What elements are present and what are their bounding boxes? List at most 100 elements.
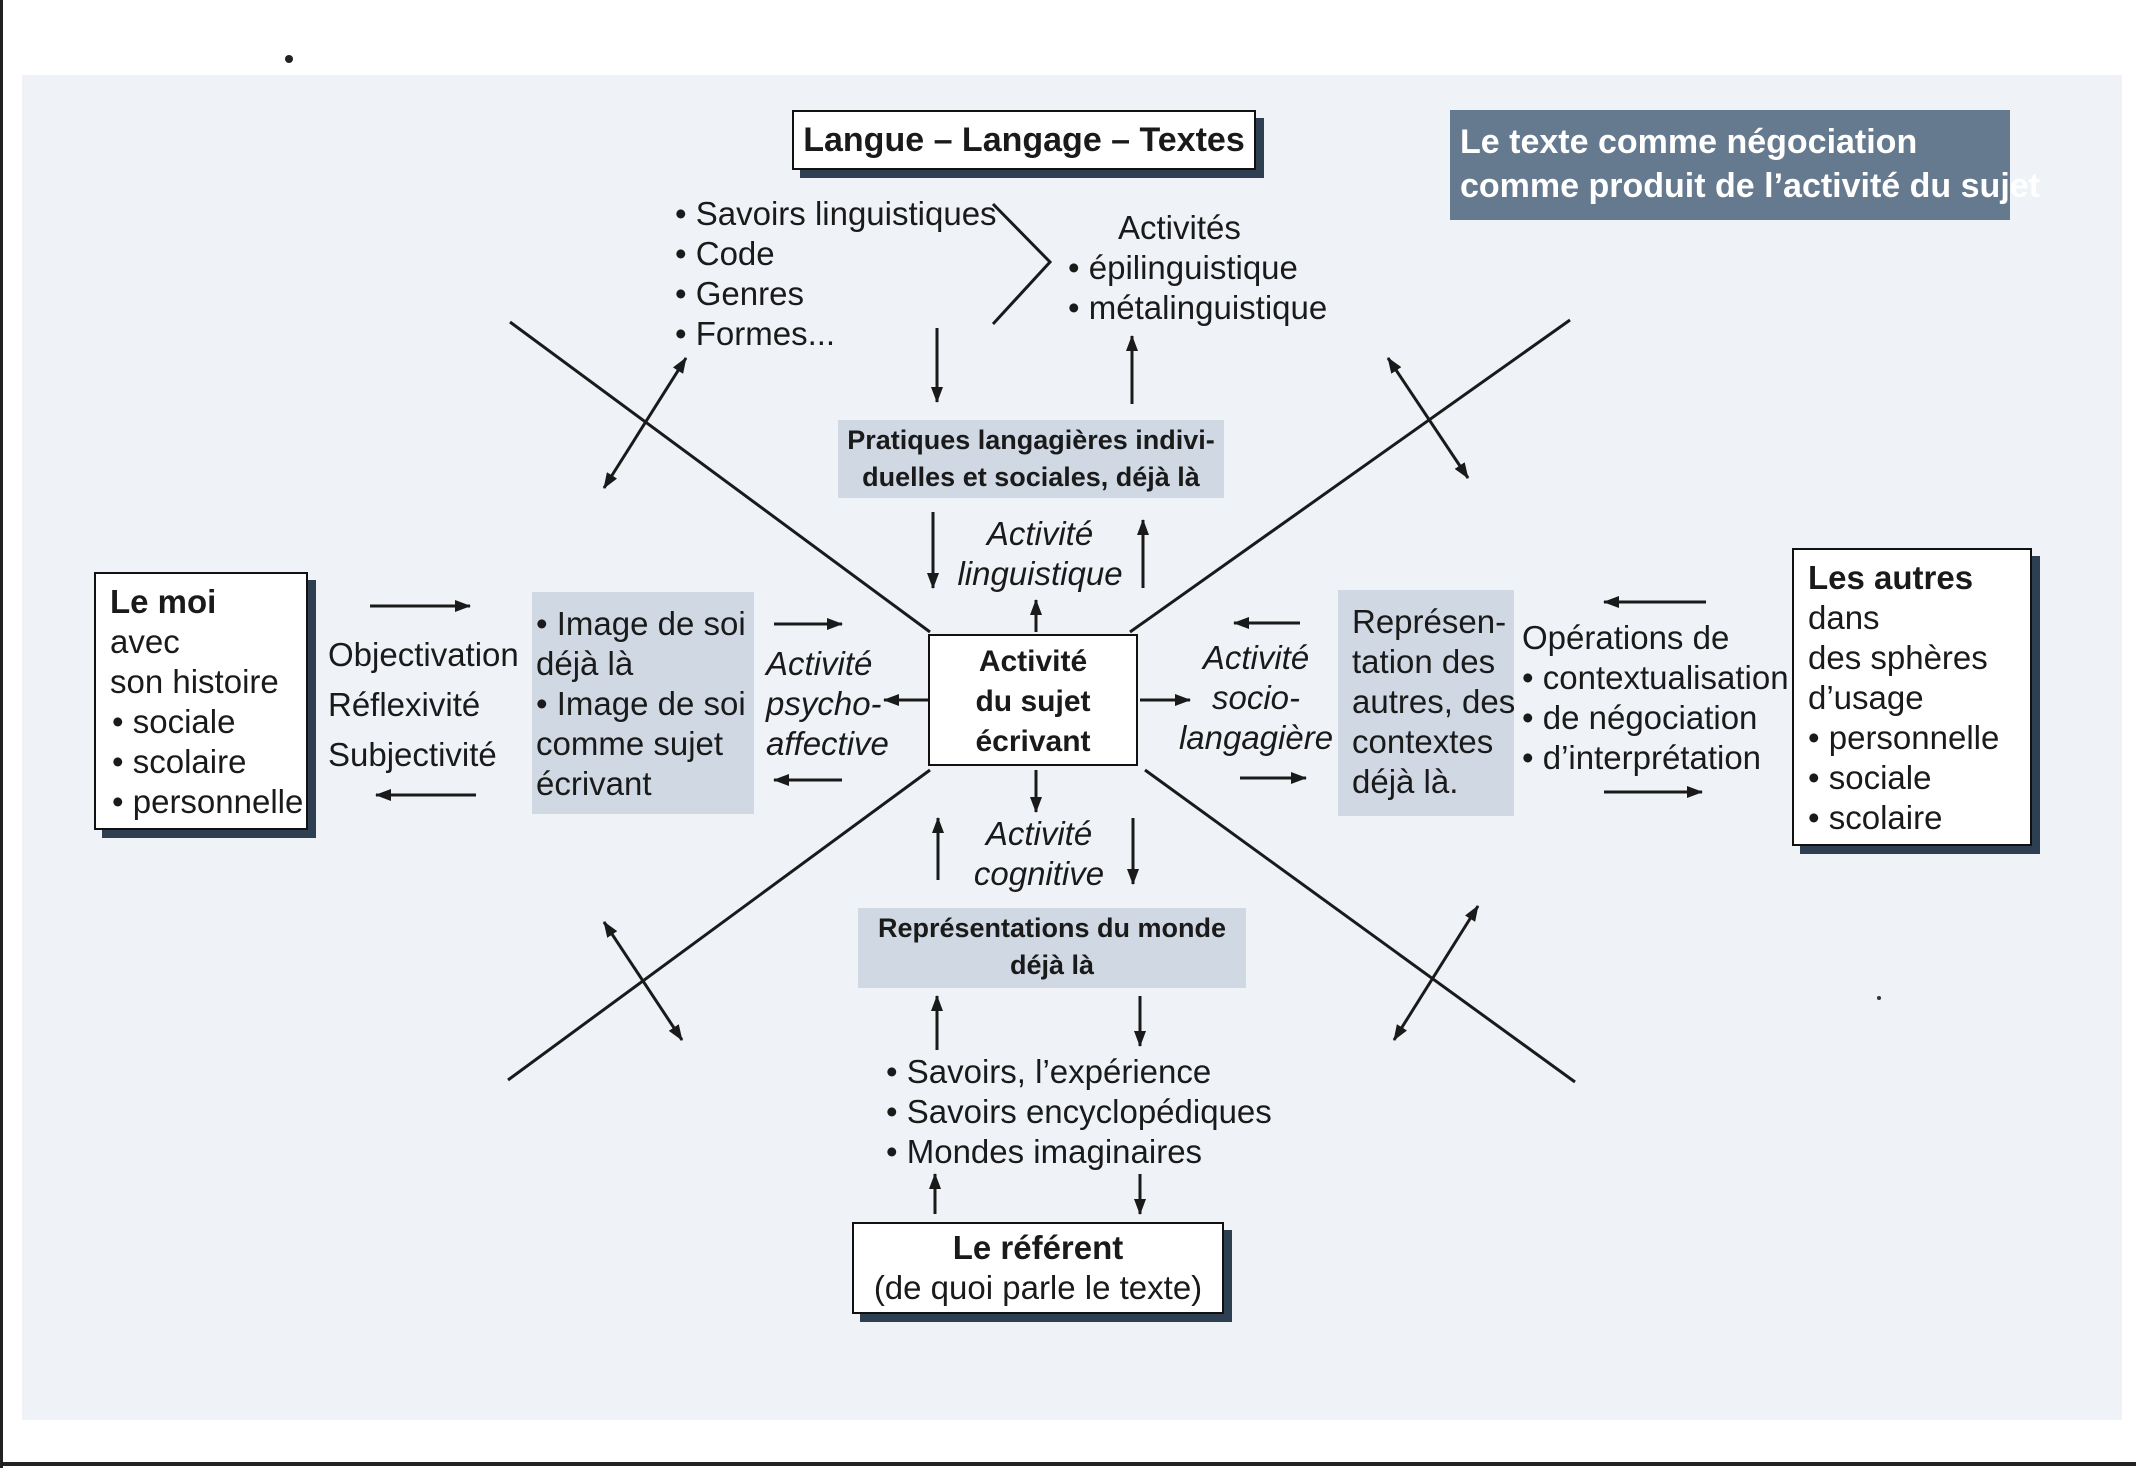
activite-socio: Activité socio- langagière <box>1176 638 1336 758</box>
list-item: Savoirs linguistiques <box>675 194 997 234</box>
langue-box: Langue – Langage – Textes <box>792 110 1256 170</box>
title-banner: Le texte comme négociation comme produit… <box>1450 110 2040 220</box>
objectivation-item: Objectivation <box>328 636 519 673</box>
arrow-top-left-double <box>602 357 688 489</box>
list-item: Savoirs, l’expérience <box>886 1052 1272 1092</box>
diagonal-bottom-right <box>1144 768 1576 1084</box>
image-soi-shade <box>532 592 754 814</box>
moi-box: Le moi avec son histoire sociale scolair… <box>94 572 308 830</box>
list-item: d’interprétation <box>1522 738 1789 778</box>
objectivation-group: Objectivation Réflexivité Subjectivité <box>328 630 519 780</box>
list-item: Mondes imaginaires <box>886 1132 1272 1172</box>
list-item: scolaire <box>1808 798 2030 838</box>
arrow-bottom-right-double <box>1392 905 1480 1041</box>
activite-socio-line-1: Activité <box>1202 639 1310 676</box>
autres-list: personnelle sociale scolaire <box>1808 718 2030 838</box>
subjectivite-item: Subjectivité <box>328 736 497 773</box>
representation-autres-line-3: autres, des <box>1352 683 1516 720</box>
list-item: scolaire <box>112 742 306 782</box>
activite-cognitive: Activité cognitive <box>944 814 1134 894</box>
list-item: Code <box>675 234 997 274</box>
representation-autres-line-5: déjà là. <box>1352 763 1459 800</box>
pratiques-label: Pratiques langagières indivi- duelles et… <box>838 422 1224 496</box>
activite-psycho-line-3: affective <box>766 725 889 762</box>
autres-line-3: des sphères <box>1808 639 1988 676</box>
autres-line-2: dans <box>1808 599 1880 636</box>
representations-monde-line-1: Représentations du monde <box>877 913 1227 943</box>
pratiques-line-2: duelles et sociales, déjà là <box>862 462 1200 492</box>
activite-socio-line-2: socio- <box>1211 679 1301 716</box>
image-soi-2-line-3: écrivant <box>536 765 652 802</box>
langue-box-title: Langue – Langage – Textes <box>803 121 1245 159</box>
list-item: personnelle <box>112 782 306 822</box>
list-item: contextualisation <box>1522 658 1789 698</box>
operations-title: Opérations de <box>1522 619 1730 656</box>
referent-title: Le référent <box>952 1229 1124 1266</box>
operations-list: contextualisation de négociation d’inter… <box>1522 658 1789 778</box>
autres-box: Les autres dans des sphères d’usage pers… <box>1792 548 2032 846</box>
arrow-top-right-double <box>1386 357 1470 479</box>
activite-socio-line-3: langagière <box>1178 719 1334 756</box>
moi-line-2: avec <box>110 623 180 660</box>
top-list: Savoirs linguistiques Code Genres Formes… <box>675 194 997 354</box>
banner-line-1: Le texte comme négociation <box>1460 123 1918 161</box>
pratiques-line-1: Pratiques langagières indivi- <box>847 425 1215 455</box>
list-item: Formes... <box>675 314 997 354</box>
representation-autres-line-4: contextes <box>1352 723 1494 760</box>
activite-psycho-line-2: psycho- <box>766 685 882 722</box>
activities-bracket <box>991 202 1053 326</box>
center-line-1: Activité <box>978 645 1088 678</box>
page-mark <box>285 55 293 63</box>
diagonal-top-right <box>1129 318 1571 634</box>
image-soi-2-line-1: Image de soi <box>556 685 746 722</box>
representation-autres-line-2: tation des <box>1352 643 1496 680</box>
arrow-bottom-left-double <box>602 921 684 1041</box>
representation-autres-line-1: Représen- <box>1352 603 1507 640</box>
representation-autres-label: Représen- tation des autres, des context… <box>1352 602 1515 802</box>
stray-dot <box>1877 996 1881 1000</box>
referent-subtitle: (de quoi parle le texte) <box>873 1269 1203 1306</box>
list-item: sociale <box>1808 758 2030 798</box>
activite-cognitive-line-1: Activité <box>985 815 1093 852</box>
center-box: Activité du sujet écrivant <box>928 634 1138 766</box>
activite-linguistique-line-1: Activité <box>986 515 1094 552</box>
activite-cognitive-line-2: cognitive <box>973 855 1105 892</box>
activite-linguistique: Activité linguistique <box>940 514 1140 594</box>
list-item: épilinguistique <box>1068 248 1327 288</box>
moi-list: sociale scolaire personnelle <box>110 702 306 822</box>
operations-group: Opérations de contextualisation de négoc… <box>1522 618 1789 778</box>
pratiques-shade <box>838 420 1224 498</box>
activities-list: épilinguistique métalinguistique <box>1068 248 1327 328</box>
list-item: Genres <box>675 274 997 314</box>
moi-line-3: son histoire <box>110 663 279 700</box>
representations-monde-shade <box>858 908 1246 988</box>
diagonal-top-left <box>509 320 931 634</box>
image-soi-1-line-1: Image de soi <box>556 605 746 642</box>
center-line-2: du sujet <box>975 685 1091 718</box>
activite-psycho: Activité psycho- affective <box>766 644 889 764</box>
reflexivite-item: Réflexivité <box>328 686 481 723</box>
image-soi-label: • Image de soi déjà là • Image de soi co… <box>536 605 746 802</box>
list-item: personnelle <box>1808 718 2030 758</box>
bottom-list: Savoirs, l’expérience Savoirs encyclopéd… <box>886 1052 1272 1172</box>
page-frame-bottom <box>0 1462 2136 1466</box>
page-frame-left <box>0 0 3 1468</box>
list-item: Savoirs encyclopédiques <box>886 1092 1272 1132</box>
image-soi-2-line-2: comme sujet <box>536 725 724 762</box>
banner-line-2: comme produit de l’activité du sujet <box>1460 167 2040 205</box>
activite-linguistique-line-2: linguistique <box>957 555 1123 592</box>
list-item: sociale <box>112 702 306 742</box>
representations-monde-label: Représentations du monde déjà là <box>858 910 1246 984</box>
autres-line-4: d’usage <box>1808 679 1924 716</box>
activite-psycho-line-1: Activité <box>766 645 873 682</box>
list-item: métalinguistique <box>1068 288 1327 328</box>
list-item: de négociation <box>1522 698 1789 738</box>
moi-line-1: Le moi <box>110 583 217 620</box>
activities-title: Activités <box>1118 209 1241 246</box>
image-soi-1-line-2: déjà là <box>536 645 634 682</box>
representation-autres-shade <box>1338 590 1514 816</box>
representations-monde-line-2: déjà là <box>1009 950 1095 980</box>
referent-box: Le référent (de quoi parle le texte) <box>852 1222 1224 1314</box>
autres-line-1: Les autres <box>1808 559 1974 596</box>
